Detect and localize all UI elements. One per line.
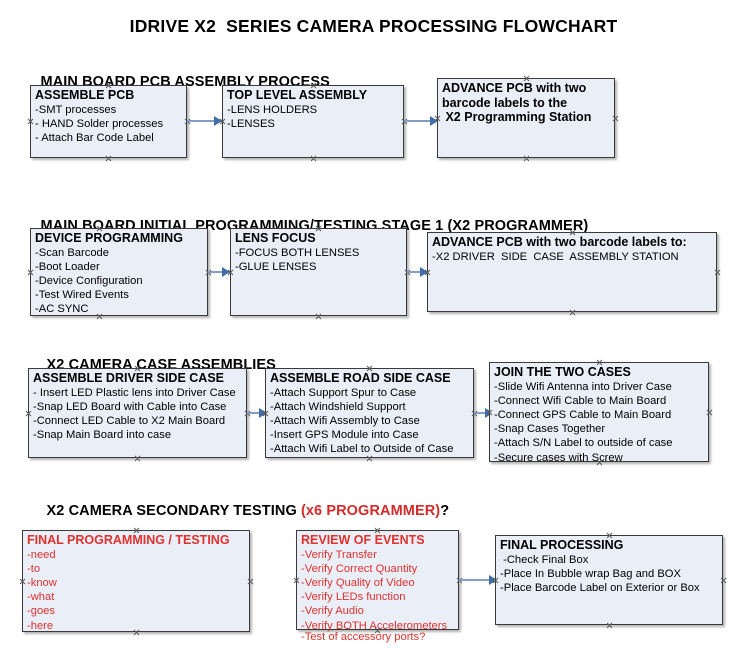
connector-arrowhead [489,575,497,585]
node-line: -X2 DRIVER SIDE CASE ASSEMBLY STATION [432,250,679,263]
node-line: -Verify Transfer [301,548,377,561]
node-line: -Attach Wifi Label to Outside of Case [270,443,454,456]
node-line: -Attach Support Spur to Case [270,386,417,399]
node-title: barcode labels to the [442,95,568,110]
connector-arrowhead [259,408,267,418]
node-line: -Place In Bubble wrap Bag and BOX [500,567,681,580]
node-final-programming-testing[interactable]: FINAL PROGRAMMING / TESTING -need -to -k… [22,530,250,632]
section-heading-accent: (x6 PROGRAMMER) [300,503,441,519]
connector-arrowhead [420,267,428,277]
connector-arrowhead [430,116,438,126]
connector-line [404,120,437,122]
connector-line [407,271,427,273]
node-line: -Test Wired Events [35,289,129,302]
node-line: -Scan Barcode [35,246,110,259]
node-line: - Attach Bar Code Label [35,131,154,144]
node-line: -Verify Audio [301,605,364,618]
node-title: ADVANCE PCB with two [442,81,587,95]
node-line: -Attach Wifi Assembly to Case [270,414,420,427]
page-title: IDRIVE X2 SERIES CAMERA PROCESSING FLOWC… [129,16,618,36]
node-title: TOP LEVEL ASSEMBLY [227,88,368,102]
node-line: -Boot Loader [35,260,100,273]
connector-line [247,412,267,414]
node-line: -here [27,619,54,632]
node-top-level-assembly[interactable]: TOP LEVEL ASSEMBLY -LENS HOLDERS -LENSES [222,85,404,158]
node-title: ADVANCE PCB with two barcode labels to: [432,235,687,249]
node-line: -Connect GPS Cable to Main Board [494,408,672,421]
node-line: -SMT processes [35,103,117,116]
connector-line [474,412,492,414]
node-line: -LENS HOLDERS [227,103,318,116]
node-line: -Snap Main Board into case [33,429,172,442]
connector-arrowhead [222,267,230,277]
node-title: DEVICE PROGRAMMING [35,231,183,245]
connector-line [187,120,222,122]
node-line: -to [27,562,41,575]
node-line: -AC SYNC [35,303,89,316]
node-line: -goes [27,605,55,618]
node-title: ASSEMBLE ROAD SIDE CASE [270,371,451,385]
node-title: FINAL PROGRAMMING / TESTING [27,533,230,547]
node-line: -Verify BOTH Accelerometers [301,619,448,632]
node-line: -Slide Wifi Antenna into Driver Case [494,380,672,393]
node-line: -what [27,591,55,604]
node-line: -Check Final Box [500,553,589,566]
section-heading-tail: ? [440,503,450,519]
node-assemble-pcb[interactable]: ASSEMBLE PCB -SMT processes - HAND Solde… [30,85,187,158]
node-title: FINAL PROCESSING [500,538,624,552]
node-overflow-line: -Test of accessory ports? [301,631,426,643]
node-lens-focus[interactable]: LENS FOCUS -FOCUS BOTH LENSES -GLUE LENS… [230,228,407,316]
node-line: -FOCUS BOTH LENSES [235,246,360,259]
node-title: ASSEMBLE PCB [35,88,135,102]
node-line: -know [27,576,57,589]
node-title: LENS FOCUS [235,231,316,245]
node-line: -Verify LEDs function [301,591,406,604]
node-line: -Verify Quality of Video [301,576,415,589]
connector-line [208,271,230,273]
node-line: -Attach S/N Label to outside of case [494,437,673,450]
node-title: X2 Programming Station [442,110,592,124]
node-line: -Snap LED Board with Cable into Case [33,400,227,413]
connector-line [459,579,497,581]
node-line: -Attach Windshield Support [270,400,406,413]
node-line: -Secure cases with Screw [494,451,623,464]
node-final-processing[interactable]: FINAL PROCESSING -Check Final Box -Place… [495,535,723,625]
connector-arrowhead [214,116,222,126]
section-heading-x2-camera-secondary-testing: X2 CAMERA SECONDARY TESTING (x6 PROGRAMM… [30,487,450,535]
node-advance-pcb-to-x2-programming-station[interactable]: ADVANCE PCB with two barcode labels to t… [437,78,615,158]
node-title: ASSEMBLE DRIVER SIDE CASE [33,371,225,385]
node-line: -Verify Correct Quantity [301,562,418,575]
node-title: JOIN THE TWO CASES [494,365,631,379]
node-assemble-road-side-case[interactable]: ASSEMBLE ROAD SIDE CASE -Attach Support … [265,368,474,458]
node-line: -Connect Wifi Cable to Main Board [494,394,667,407]
node-line: -Insert GPS Module into Case [270,429,419,442]
node-line: -LENSES [227,117,275,130]
node-line: -need [27,548,56,561]
node-title: REVIEW OF EVENTS [301,533,425,547]
node-line: - Insert LED Plastic lens into Driver Ca… [33,386,236,399]
node-advance-pcb-to-driver-side-case-assembly[interactable]: ADVANCE PCB with two barcode labels to: … [427,232,717,312]
node-line: -Snap Cases Together [494,423,606,436]
node-device-programming[interactable]: DEVICE PROGRAMMING -Scan Barcode -Boot L… [30,228,208,316]
node-line: -Connect LED Cable to X2 Main Board [33,414,226,427]
node-line: -GLUE LENSES [235,260,317,273]
node-assemble-driver-side-case[interactable]: ASSEMBLE DRIVER SIDE CASE - Insert LED P… [28,368,247,458]
node-line: -Device Configuration [35,274,143,287]
node-review-of-events[interactable]: REVIEW OF EVENTS -Verify Transfer -Verif… [296,530,459,643]
node-join-the-two-cases[interactable]: JOIN THE TWO CASES -Slide Wifi Antenna i… [489,362,709,464]
section-heading-text: X2 CAMERA SECONDARY TESTING [46,503,301,519]
node-line: - HAND Solder processes [35,117,164,130]
node-line: -Place Barcode Label on Exterior or Box [500,581,700,594]
